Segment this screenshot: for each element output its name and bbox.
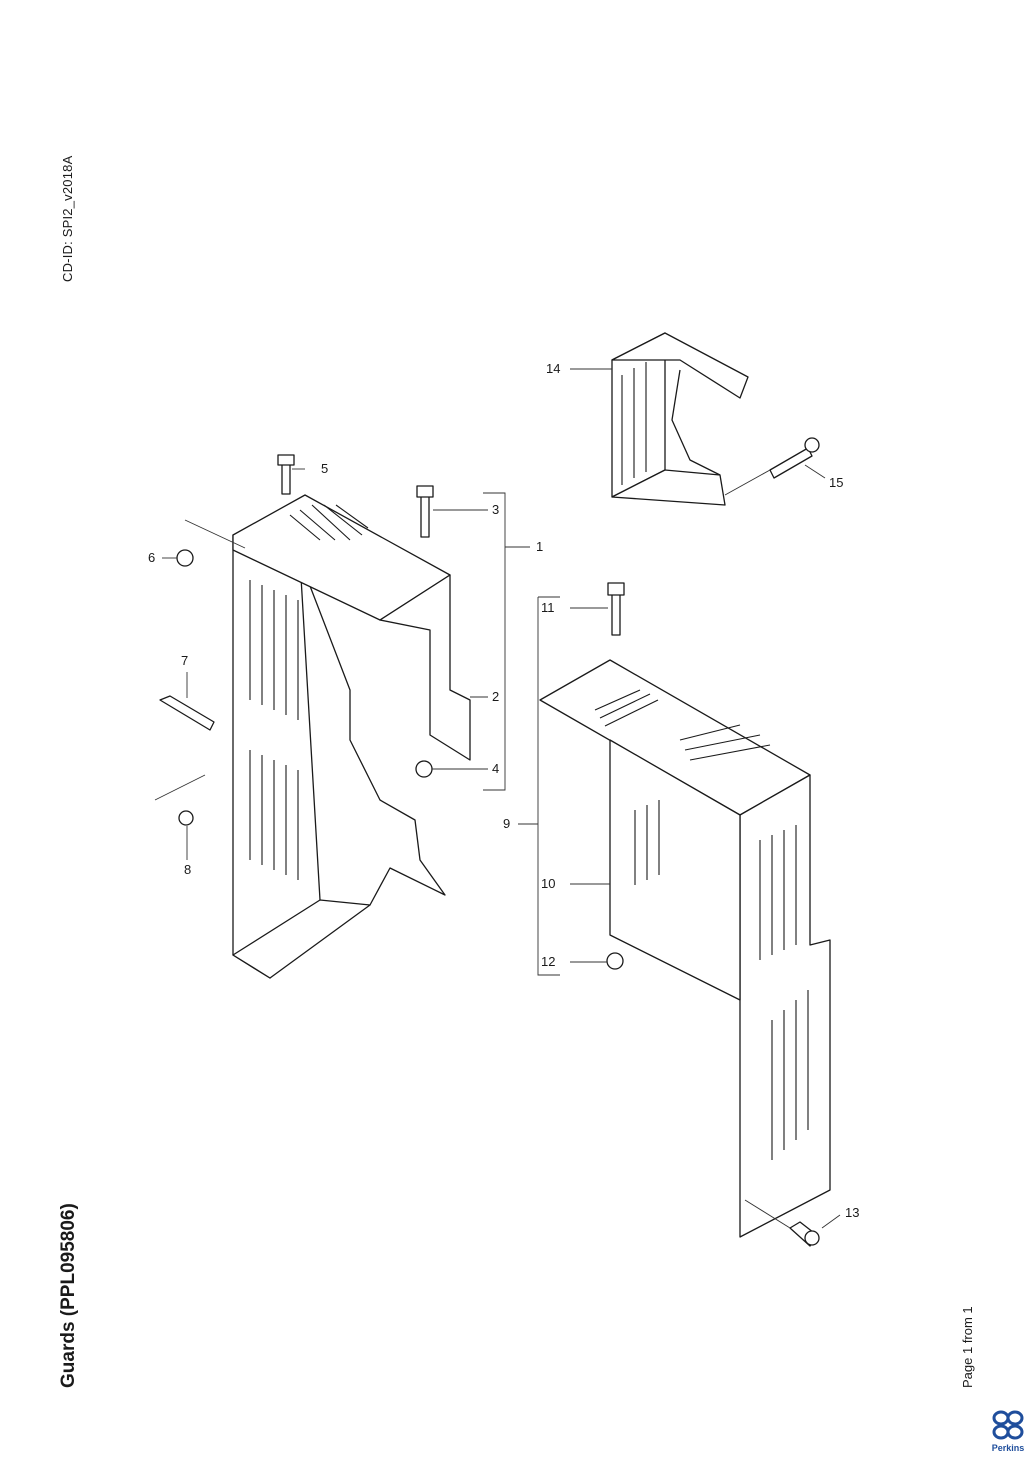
callout-10: 10 [541, 876, 555, 891]
callout-6: 6 [148, 550, 155, 565]
callout-2: 2 [492, 689, 499, 704]
callout-8: 8 [184, 862, 191, 877]
nut-4 [415, 760, 433, 778]
bolt-3 [420, 494, 430, 538]
top-guard-slots [621, 362, 647, 485]
perkins-logo-icon: Perkins [990, 1410, 1026, 1453]
right-guard-assembly [539, 659, 831, 1238]
left-guard-side-slots [249, 580, 299, 880]
callout-13: 13 [845, 1205, 859, 1220]
leader-lines [154, 368, 841, 1229]
callout-4: 4 [492, 761, 499, 776]
top-guard-cutout [671, 369, 721, 476]
callout-12: 12 [541, 954, 555, 969]
callout-labels: 1 2 3 4 5 6 7 8 9 10 11 12 13 14 15 [148, 361, 859, 1220]
bolt-15 [769, 447, 813, 479]
cap-8 [178, 810, 194, 826]
callout-3: 3 [492, 502, 499, 517]
nut-6 [176, 549, 194, 567]
top-guard-part [611, 332, 749, 506]
perkins-logo-mark [992, 1410, 1024, 1440]
right-guard-side-slots [634, 800, 809, 1160]
bolt-7 [159, 695, 215, 731]
callout-11: 11 [541, 600, 555, 615]
callout-15: 15 [829, 475, 843, 490]
callout-9: 9 [503, 816, 510, 831]
right-guard-top-slots [594, 689, 771, 761]
bolt-11 [611, 592, 621, 636]
right-guard-front-panel [609, 739, 741, 1001]
top-guard-top-face [611, 332, 749, 399]
brand-wordmark: Perkins [991, 1443, 1025, 1453]
top-guard-base [611, 469, 726, 506]
nut-12 [606, 952, 624, 970]
fasteners [159, 437, 820, 1247]
left-guard-top-slots [289, 504, 369, 541]
right-guard-side-face [739, 774, 831, 1238]
callout-14: 14 [546, 361, 560, 376]
left-guard-front-face [379, 574, 471, 761]
callout-7: 7 [181, 653, 188, 668]
left-guard-cutout-edge [299, 559, 446, 906]
callout-1: 1 [536, 539, 543, 554]
bolt-5 [281, 461, 291, 495]
left-guard-assembly [232, 494, 471, 979]
callout-5: 5 [321, 461, 328, 476]
